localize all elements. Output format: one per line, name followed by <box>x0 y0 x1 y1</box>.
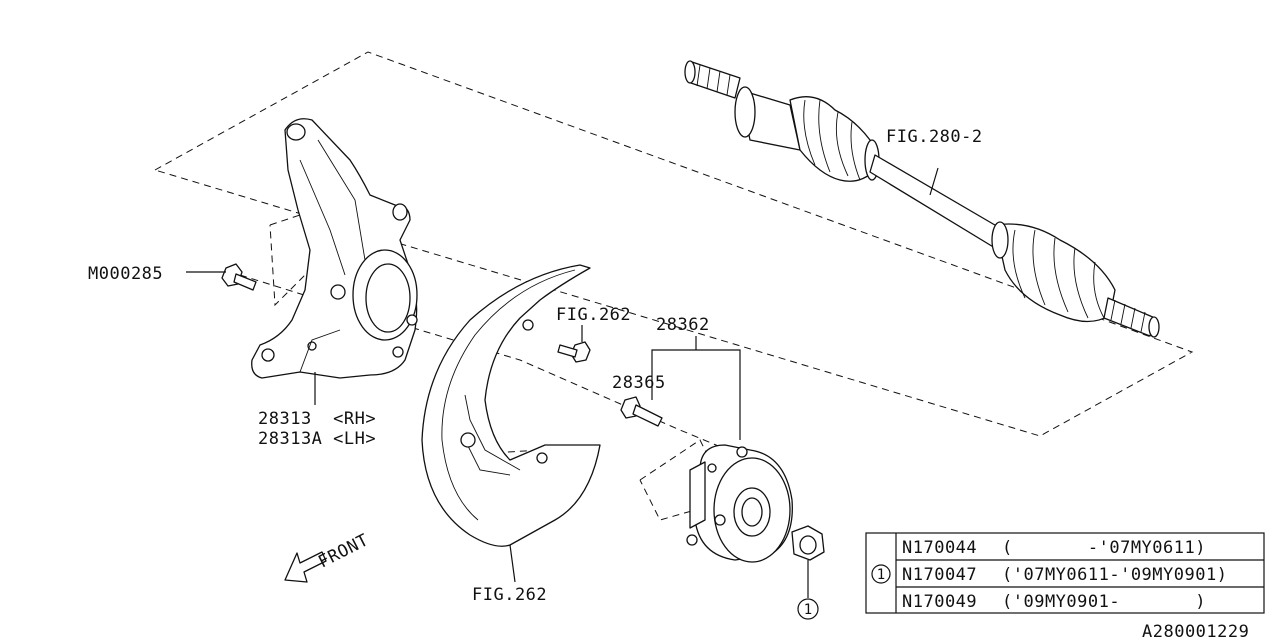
hub-assembly <box>686 444 793 563</box>
hub-bolt <box>620 396 663 427</box>
label-knuckle-lh: 28313A <LH> <box>258 429 376 449</box>
label-hub-assembly: 28362 <box>656 315 710 335</box>
label-front: FRONT <box>315 530 372 572</box>
label-hub-bolt: 28365 <box>612 373 666 393</box>
nut-table-range-3: ('09MY0901- ) <box>1002 592 1206 612</box>
label-axle-ref: FIG.280-2 <box>886 127 983 147</box>
nut-table-callout-circle <box>871 564 891 584</box>
front-arrow <box>284 551 327 583</box>
brake-dust-shield <box>421 264 601 583</box>
hub-guide <box>639 439 731 521</box>
label-knuckle-bolt: M000285 <box>88 264 163 284</box>
shield-leader <box>509 544 516 583</box>
steering-knuckle <box>251 118 418 405</box>
nut-table <box>865 532 1265 614</box>
nut-table-range-1: ( -'07MY0611) <box>1002 538 1206 558</box>
nut-table-part-2: N170047 <box>902 565 977 585</box>
label-knuckle-rh: 28313 <RH> <box>258 409 376 429</box>
knuckle-bolt <box>186 263 257 291</box>
hub-bracket <box>651 349 741 440</box>
drive-shaft <box>684 60 1160 338</box>
label-shield-ref: FIG.262 <box>472 585 547 605</box>
nut-table-part-3: N170049 <box>902 592 977 612</box>
nut-table-part-1: N170044 <box>902 538 977 558</box>
assembly-outline <box>154 51 1194 437</box>
label-diagram-id: A280001229 <box>1142 622 1249 640</box>
label-shield-bolt-ref: FIG.262 <box>556 305 631 325</box>
nut-table-frame <box>865 532 1265 614</box>
label-nut-callout: 1 <box>804 602 812 618</box>
axle-leader <box>929 167 939 196</box>
nut-table-ref: 1 <box>877 567 885 583</box>
nut-table-range-2: ('07MY0611-'09MY0901) <box>1002 565 1227 585</box>
shield-bolt <box>557 325 591 363</box>
centerline <box>239 274 741 456</box>
axle-nut <box>791 525 825 598</box>
nut-callout-circle <box>797 598 819 620</box>
